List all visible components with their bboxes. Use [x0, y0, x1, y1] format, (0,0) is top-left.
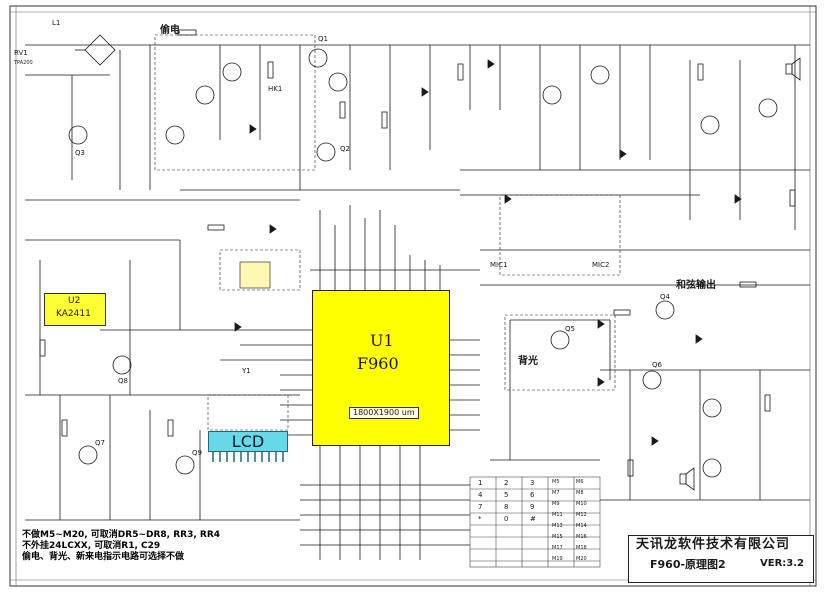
keypad-function-key: M18 — [576, 545, 587, 551]
label-tpa: TPA200 — [14, 60, 33, 66]
diodes — [234, 59, 742, 446]
lcd-pins — [212, 452, 284, 462]
keypad-key: 3 — [530, 479, 535, 487]
f960-chip-body — [312, 290, 450, 446]
keypad-function-key: M10 — [576, 501, 587, 507]
keypad-function-key: M7 — [552, 490, 560, 496]
company-name: 天讯龙软件技术有限公司 — [636, 537, 791, 552]
keypad-key: 1 — [478, 479, 483, 487]
keypad-function-key: M19 — [552, 556, 563, 562]
design-notes: 不做M5~M20, 可取消DR5~DR8, RR3, RR4 不外挂24LCXX… — [22, 530, 220, 563]
regulator-ref: U2 — [68, 296, 81, 306]
keypad-grid — [469, 476, 601, 568]
label-q4: Q4 — [660, 293, 670, 301]
keypad-key: 5 — [504, 491, 509, 499]
label-q7: Q7 — [95, 439, 105, 447]
drawing-name: F960-原理图2 — [650, 558, 726, 571]
keypad-function-key: M12 — [576, 512, 587, 518]
label-hk1: HK1 — [268, 85, 283, 93]
label-q5: Q5 — [565, 325, 575, 333]
label-q9: Q9 — [192, 449, 202, 457]
sheet-border — [9, 5, 817, 587]
regulator-name: KA2411 — [56, 309, 91, 319]
keypad-function-key: M9 — [552, 501, 560, 507]
keypad-key: 7 — [478, 503, 483, 511]
keypad-function-key: M20 — [576, 556, 587, 562]
label-q2: Q2 — [340, 145, 350, 153]
label-mic2: MIC2 — [592, 261, 610, 269]
drawing-version: VER:3.2 — [760, 558, 804, 569]
note-line: 不做M5~M20, 可取消DR5~DR8, RR3, RR4 — [22, 530, 221, 540]
keypad-function-key: M17 — [552, 545, 563, 551]
keypad-key: 9 — [530, 503, 535, 511]
main-wires — [25, 34, 810, 560]
section-steal-power: 偷电 — [160, 25, 180, 36]
keypad-function-key: M14 — [576, 523, 587, 529]
label-l1: L1 — [52, 19, 61, 27]
keypad-function-key: M6 — [576, 479, 584, 485]
regulator-body — [44, 293, 106, 326]
title-block — [628, 535, 814, 583]
keypad-key: * — [478, 515, 482, 523]
keypad-function-key: M5 — [552, 479, 560, 485]
keypad-key: # — [530, 515, 536, 523]
keypad-key: 2 — [504, 479, 509, 487]
speaker-icon — [679, 57, 801, 491]
resistors — [39, 29, 796, 477]
label-q1: Q1 — [318, 35, 328, 43]
chip-ref: U1 — [370, 331, 394, 350]
chip-name: F960 — [357, 354, 399, 373]
keypad-key: 6 — [530, 491, 535, 499]
label-y1: Y1 — [242, 367, 251, 375]
chip-die-size: 1800X1900 um — [349, 407, 419, 419]
section-backlight: 背光 — [518, 356, 538, 367]
label-q6: Q6 — [652, 361, 662, 369]
label-rv1: RV1 — [14, 49, 28, 57]
keypad-function-key: M15 — [552, 534, 563, 540]
note-line: 偷电、背光、新来电指示电路可选择不做 — [22, 552, 185, 562]
dashed-regions — [154, 34, 621, 431]
label-mic1: MIC1 — [490, 261, 508, 269]
lcd-module: LCD — [208, 431, 288, 452]
keypad-key: 8 — [504, 503, 509, 511]
keypad-function-key: M16 — [576, 534, 587, 540]
label-q3: Q3 — [75, 149, 85, 157]
transistors — [68, 48, 778, 478]
keypad-key: 0 — [504, 515, 509, 523]
keypad-function-key: M13 — [552, 523, 563, 529]
keypad-function-key: M8 — [576, 490, 584, 496]
keypad-key: 4 — [478, 491, 483, 499]
label-q8: Q8 — [118, 377, 128, 385]
section-ringer-out: 和弦输出 — [676, 280, 716, 291]
note-line: 不外挂24LCXX, 可取消R1, C29 — [22, 541, 161, 551]
keypad-function-key: M11 — [552, 512, 563, 518]
eeprom-chip — [239, 261, 271, 289]
